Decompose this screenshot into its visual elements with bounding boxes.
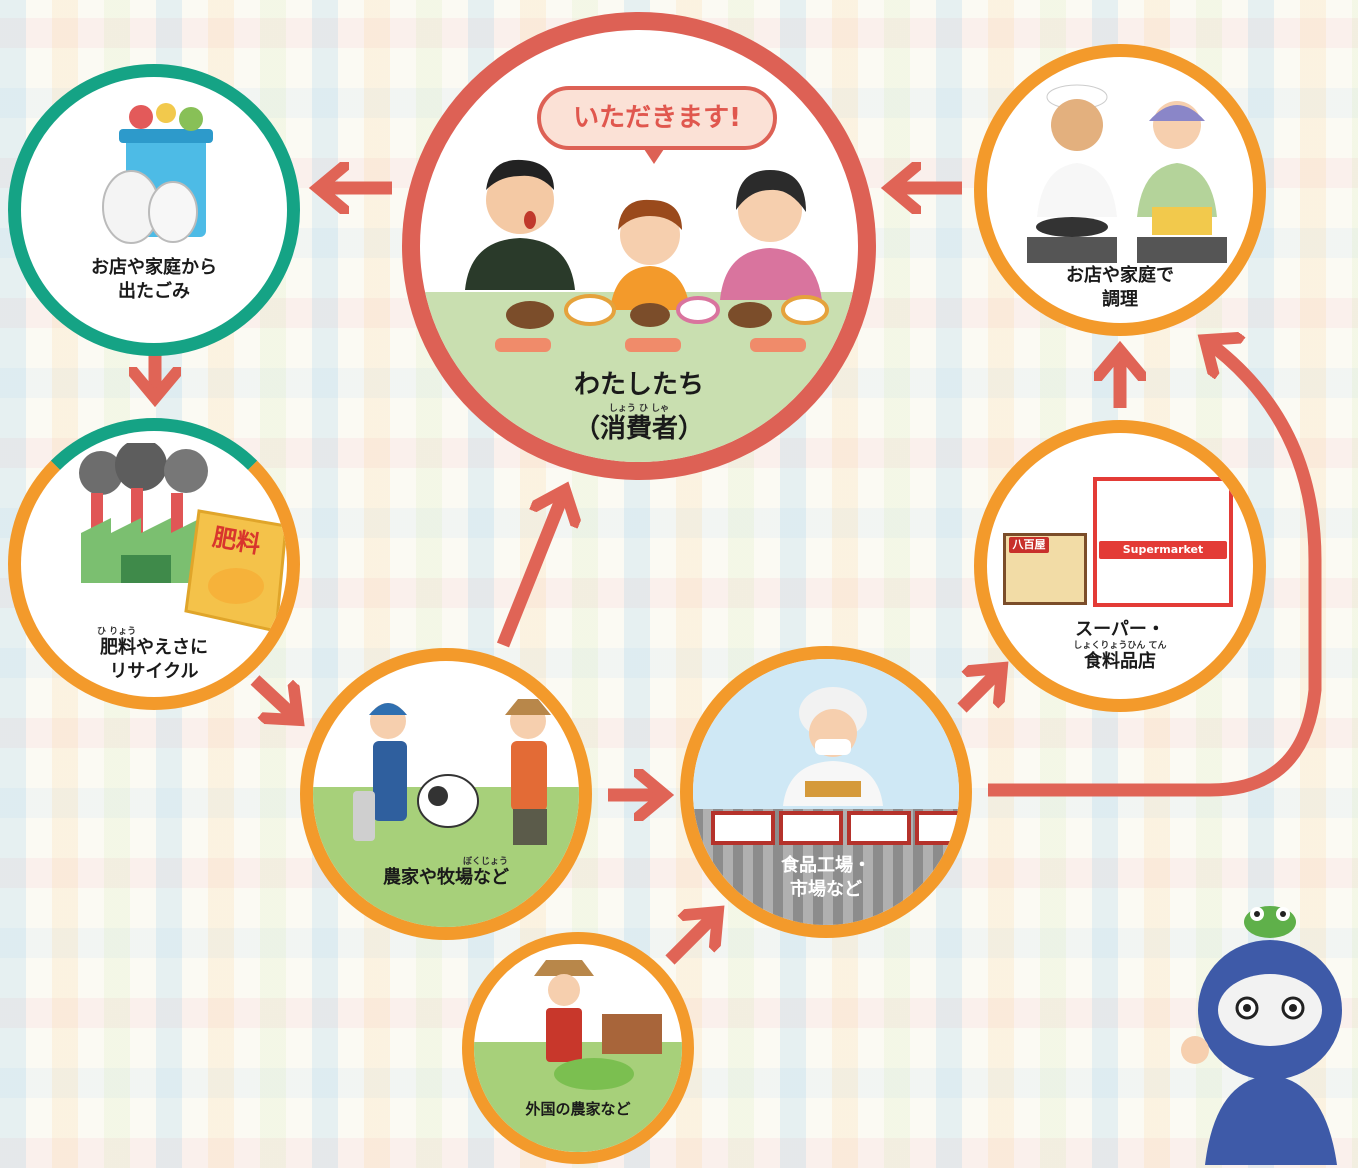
recycle-label-line2: リサイクル — [109, 661, 199, 682]
node-factory: 食品工場・ 市場など — [680, 646, 972, 938]
arrow-factory-to-cooking-curve — [988, 340, 1322, 797]
foreign-farm-label: 外国の農家など — [525, 1100, 631, 1118]
factory-illustration — [79, 443, 208, 583]
farm-ruby: ぼくじょう — [463, 857, 509, 867]
supermarket-sign: Supermarket — [1099, 541, 1227, 559]
recycle-label: 肥料やえさに — [100, 637, 208, 658]
foreign-farmer-illustration — [534, 960, 662, 1090]
shop-label-line2: 食料品店 — [1084, 651, 1156, 672]
speech-bubble: いただきます! — [537, 86, 777, 150]
node-consumers: いただきます! わたしたち しょう ひ しゃ （消費者） — [402, 12, 876, 480]
node-recycle: 肥料 ひ りょう 肥料やえさに リサイクル — [8, 418, 300, 710]
greengrocer-sign: 八百屋 — [1009, 537, 1049, 553]
cooking-label: お店や家庭で — [1066, 265, 1174, 286]
trash-can-illustration — [102, 103, 213, 244]
node-farm: ぼくじょう 農家や牧場など — [300, 648, 592, 940]
cooking-label-line2: 調理 — [1102, 289, 1138, 310]
fertilizer-bag-illustration — [184, 509, 287, 633]
recycle-ruby: ひ りょう — [97, 627, 137, 637]
waste-label: お店や家庭から — [91, 257, 217, 278]
waste-label-line2: 出たごみ — [118, 281, 190, 302]
node-waste: お店や家庭から 出たごみ — [8, 64, 300, 356]
factory-label: 食品工場・ — [781, 855, 871, 876]
family-eating-illustration — [465, 159, 829, 352]
consumers-label: わたしたち — [573, 370, 704, 400]
cooks-illustration — [1027, 84, 1227, 263]
arrow-factory-to-shop — [957, 668, 1002, 713]
node-shop: Supermarket 八百屋 スーパー・ しょくりょうひん てん 食料品店 — [974, 420, 1266, 712]
ninja-mascot-illustration — [1181, 906, 1342, 1165]
farm-label: 農家や牧場など — [383, 867, 509, 888]
arrow-farm-to-consumer — [496, 490, 565, 648]
consumers-ruby: しょう ひ しゃ — [608, 404, 670, 414]
node-cooking: お店や家庭で 調理 — [974, 44, 1266, 336]
farmers-cow-illustration — [353, 699, 551, 845]
shop-ruby: しょくりょうひん てん — [1073, 641, 1167, 651]
arrow-recycle-to-farm — [250, 675, 298, 720]
shop-label: スーパー・ — [1075, 619, 1165, 640]
factory-label-line2: 市場など — [790, 879, 862, 900]
node-foreign-farm: 外国の農家など — [462, 932, 694, 1164]
bento-boxes-illustration — [711, 811, 959, 845]
consumers-label-line2: （消費者） — [573, 414, 704, 444]
factory-worker-illustration — [783, 687, 883, 806]
